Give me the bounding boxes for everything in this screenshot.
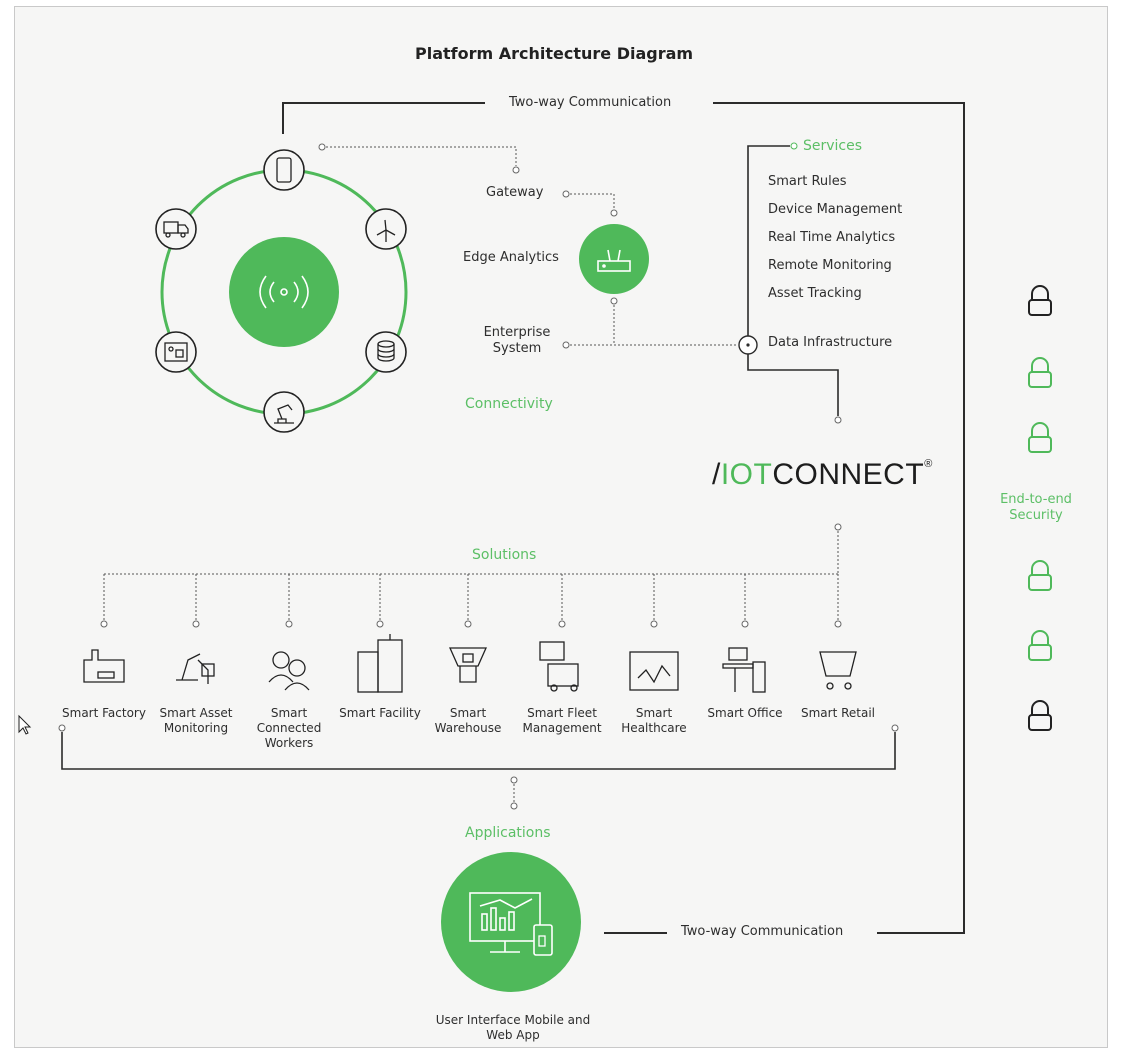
- smart-healthcare-label: Smart Healthcare: [621, 706, 687, 735]
- smart-facility-icon: [357, 634, 403, 693]
- security-locks: [1028, 285, 1052, 731]
- smart-warehouse-label: Smart Warehouse: [434, 706, 502, 735]
- smart-fleet-management-label: Smart Fleet Management: [522, 706, 602, 735]
- app-node: [441, 852, 581, 992]
- app-caption: User Interface Mobile and Web App: [435, 1013, 591, 1042]
- device-ring: [160, 168, 408, 416]
- robot-arm-icon: [274, 404, 294, 424]
- bottom-communication-label: Two-way Communication: [681, 924, 844, 939]
- enterprise-system-label: Enterprise System: [483, 325, 551, 357]
- edge-analytics-node: [579, 224, 649, 294]
- service-smart-rules: Smart Rules: [768, 174, 847, 189]
- database-icon: [377, 340, 395, 362]
- lock-icon: [1028, 285, 1052, 316]
- service-real-time-analytics: Real Time Analytics: [768, 230, 896, 245]
- router-icon: [597, 249, 631, 272]
- truck-icon: [163, 221, 189, 238]
- lock-icon: [1028, 560, 1052, 591]
- applications-bracket: [58, 724, 899, 810]
- service-device-management: Device Management: [768, 202, 903, 217]
- edge-analytics-label: Edge Analytics: [463, 250, 559, 265]
- smart-healthcare-icon: [629, 651, 679, 691]
- smart-warehouse-icon: [448, 647, 488, 683]
- top-communication-line: [282, 102, 965, 934]
- applications-label: Applications: [465, 825, 551, 841]
- service-remote-monitoring: Remote Monitoring: [768, 258, 892, 273]
- smart-fleet-management-icon: [539, 641, 579, 692]
- solutions-label: Solutions: [472, 547, 537, 563]
- smart-factory-icon: [83, 649, 125, 683]
- lock-icon: [1028, 422, 1052, 453]
- phone-icon: [533, 924, 553, 956]
- smartphone-icon: [276, 157, 292, 183]
- gateway-connectors: [318, 143, 738, 349]
- dashboard-icon: [164, 342, 188, 362]
- iotconnect-logo: /IOTCONNECT®: [712, 458, 933, 491]
- mouse-cursor-icon: [18, 714, 32, 735]
- monitor-device-node: [155, 331, 197, 373]
- smart-connected-workers-label: Smart Connected Workers: [256, 706, 322, 750]
- service-asset-tracking: Asset Tracking: [768, 286, 862, 301]
- monitor-chart-icon: [469, 892, 541, 953]
- solutions-bus: [100, 523, 842, 628]
- database-device-node: [365, 331, 407, 373]
- wind-turbine-device-node: [365, 208, 407, 250]
- truck-device-node: [155, 208, 197, 250]
- solution-icons: [83, 634, 857, 693]
- lock-icon: [1028, 357, 1052, 388]
- data-infrastructure-label: Data Infrastructure: [768, 335, 893, 350]
- lock-icon: [1028, 630, 1052, 661]
- lock-icon: [1028, 700, 1052, 731]
- smart-asset-monitoring-icon: [176, 653, 215, 684]
- smart-office-icon: [722, 647, 766, 693]
- wireless-signal-icon: [259, 275, 309, 309]
- wireless-hub-node: [229, 237, 339, 347]
- phone-device-node: [263, 149, 305, 191]
- services-connector: [738, 142, 842, 424]
- security-label: End-to-end Security: [1000, 492, 1072, 524]
- smart-facility-label: Smart Facility: [339, 706, 421, 720]
- gateway-label: Gateway: [486, 185, 544, 200]
- connectivity-label: Connectivity: [465, 396, 553, 412]
- top-communication-label: Two-way Communication: [509, 95, 672, 110]
- diagram-title: Platform Architecture Diagram: [415, 44, 694, 63]
- robot-arm-device-node: [263, 391, 305, 433]
- services-header: Services: [803, 138, 863, 154]
- smart-retail-label: Smart Retail: [800, 706, 876, 720]
- smart-office-label: Smart Office: [707, 706, 783, 720]
- smart-retail-icon: [819, 651, 857, 690]
- smart-factory-label: Smart Factory: [62, 706, 146, 720]
- smart-connected-workers-icon: [268, 651, 310, 691]
- wind-turbine-icon: [376, 219, 396, 242]
- smart-asset-monitoring-label: Smart Asset Monitoring: [159, 706, 233, 735]
